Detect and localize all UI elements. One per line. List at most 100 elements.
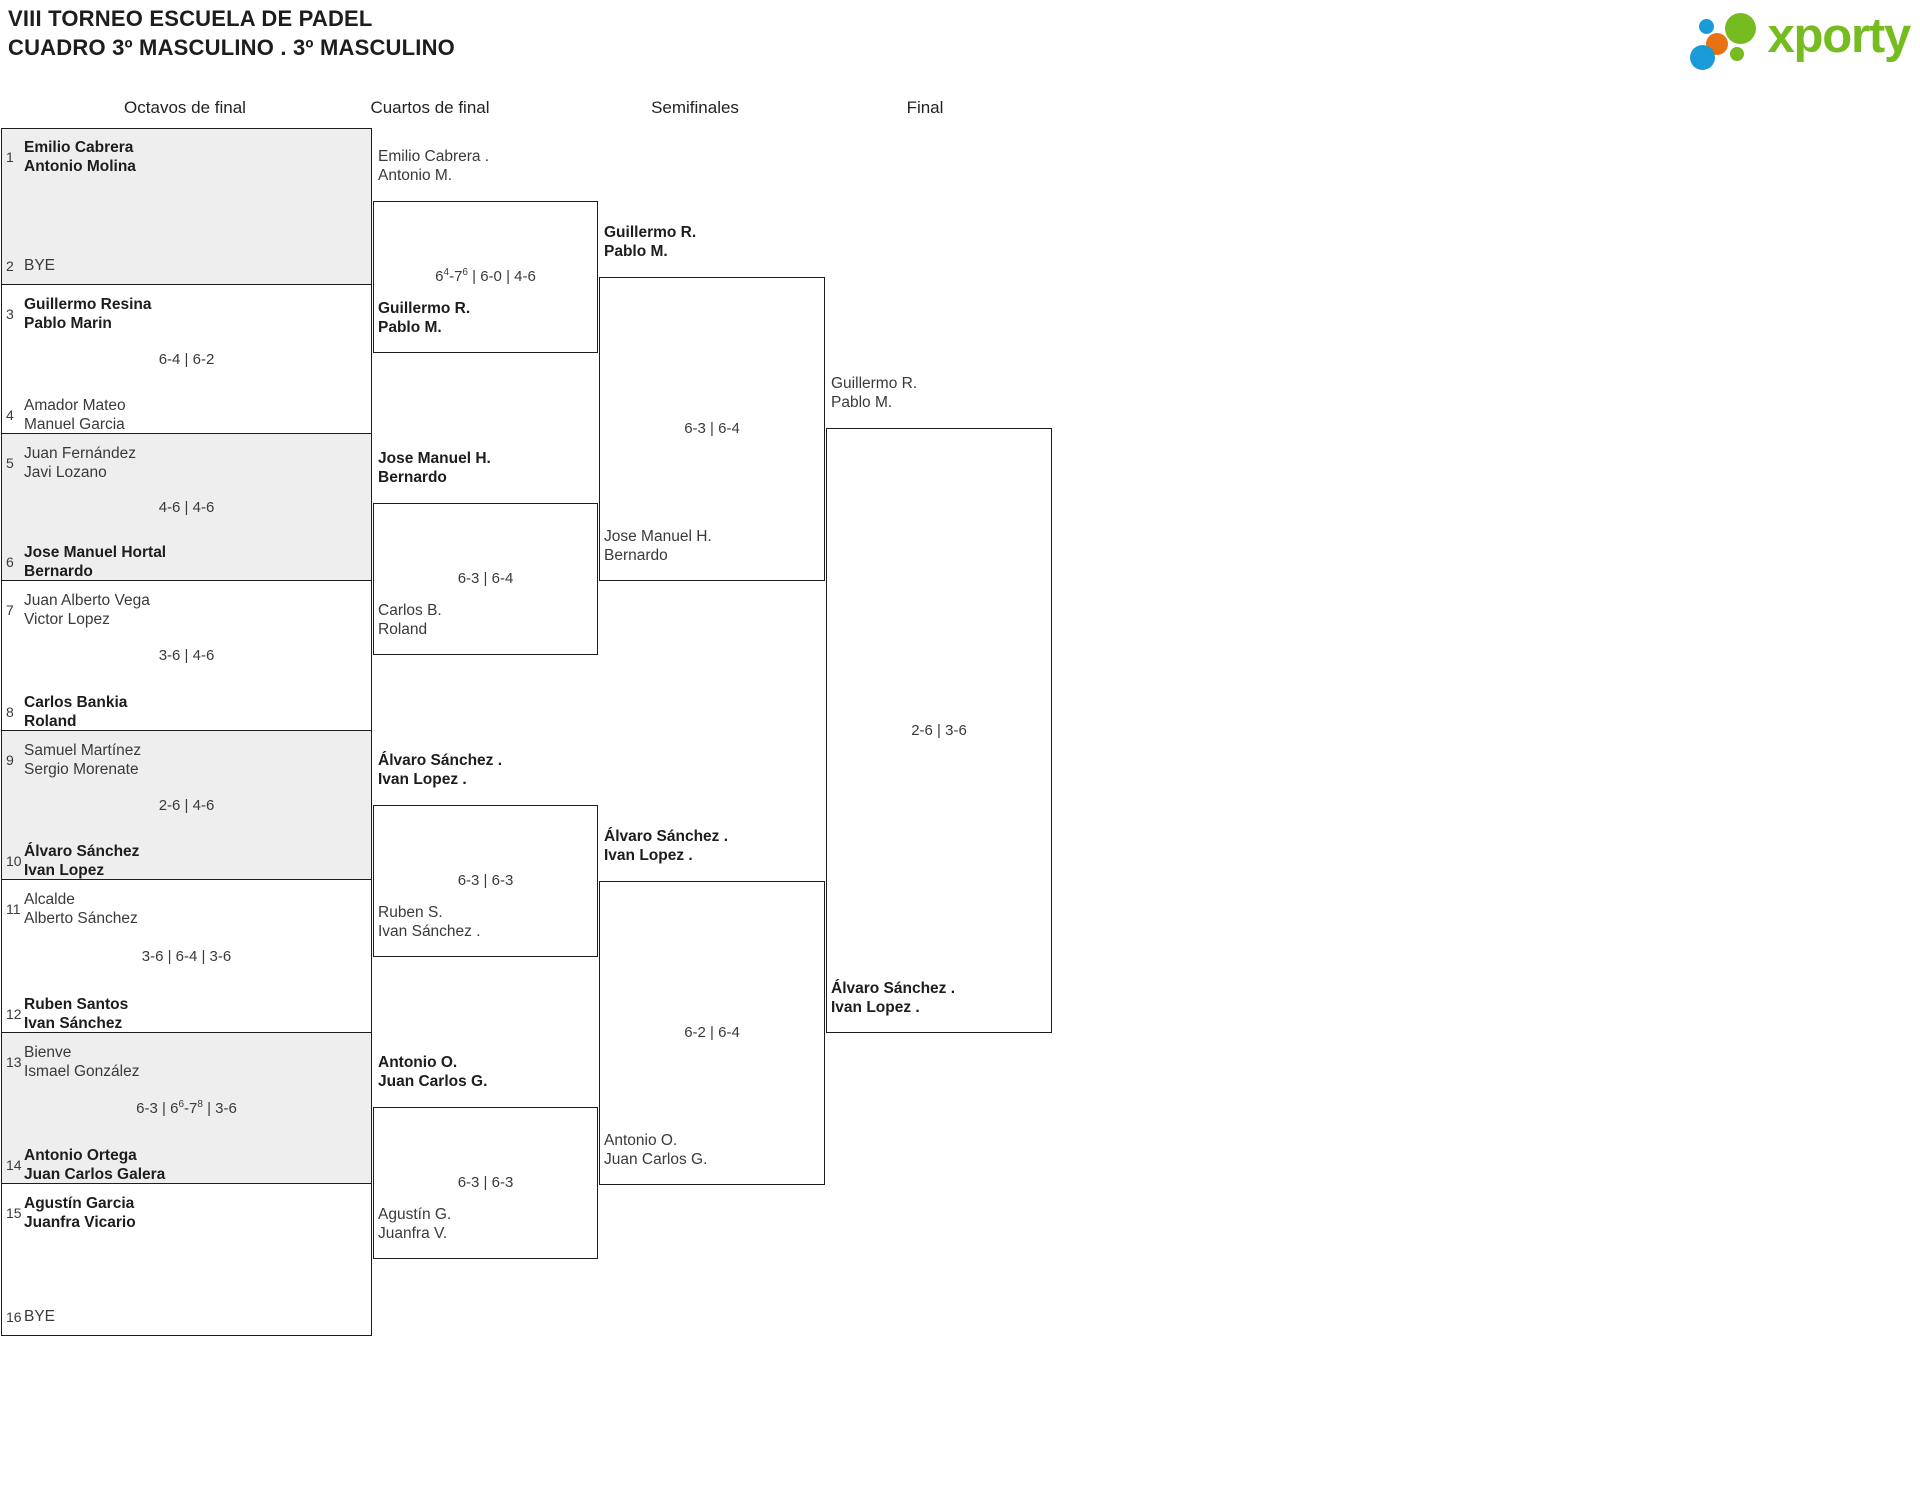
seed-number: 14	[6, 1157, 22, 1173]
cuartos-bottom-team: Agustín G.Juanfra V.	[378, 1205, 451, 1243]
xporty-logo: xporty	[1687, 6, 1911, 70]
seed-number: 4	[6, 407, 14, 423]
player-name: Álvaro Sánchez	[24, 843, 140, 860]
seed-number: 15	[6, 1205, 22, 1221]
logo-dot-blue-small-icon	[1699, 19, 1715, 34]
seed-number: 2	[6, 258, 14, 274]
player-name: Roland	[24, 713, 77, 731]
final-match-box[interactable]	[826, 428, 1052, 1033]
player-name: Guillermo R.	[378, 300, 471, 317]
player-name: Antonio Ortega	[24, 1147, 137, 1164]
seed-number: 9	[6, 752, 14, 768]
player-name: Álvaro Sánchez .	[604, 828, 729, 845]
player-name: Guillermo R.	[604, 224, 697, 241]
match-score: 6-3 | 6-3	[457, 1174, 514, 1191]
octavos-match-block[interactable]	[1, 285, 372, 434]
draw-name: CUADRO 3º MASCULINO . 3º MASCULINO	[8, 35, 455, 61]
player-name: Ivan Sánchez .	[378, 923, 481, 941]
player-name: Ivan Sánchez	[24, 1015, 123, 1033]
player-name: Victor Lopez	[24, 611, 110, 629]
semifinal-top-team: Álvaro Sánchez . Ivan Lopez .	[604, 827, 728, 865]
match-score: 3-6 | 6-4 | 3-6	[141, 947, 232, 965]
octavos-match-block[interactable]	[1, 434, 372, 581]
semifinal-bottom-team: Jose Manuel H.Bernardo	[604, 527, 712, 565]
bye-label: BYE	[24, 1308, 56, 1325]
match-score: 2-6 | 3-6	[911, 721, 967, 739]
player-name: Ivan Lopez .	[604, 847, 693, 865]
octavos-match-block[interactable]	[1, 1033, 372, 1184]
match-score: 4-6 | 4-6	[158, 498, 215, 516]
seed-number: 6	[6, 554, 14, 570]
player-name: Antonio O.	[378, 1054, 458, 1071]
player-name: Alcalde	[24, 891, 75, 908]
cuartos-top-team: Álvaro Sánchez . Ivan Lopez .	[378, 751, 502, 789]
round-label-final: Final	[906, 98, 944, 117]
cuartos-top-team: Jose Manuel H.Bernardo	[378, 449, 491, 487]
match-score: 6-3 | 6-3	[457, 872, 514, 889]
cuartos-match-box[interactable]	[373, 503, 598, 655]
player-name: Amador Mateo	[24, 397, 126, 414]
logo-dots-icon	[1687, 7, 1761, 70]
cuartos-match-box[interactable]	[373, 1107, 598, 1259]
player-name: Roland	[378, 621, 428, 639]
player-name: Pablo M.	[378, 319, 442, 337]
match-score: 2-6 | 4-6	[158, 796, 215, 814]
player-name: Bernardo	[24, 563, 93, 581]
round-label-semifinales: Semifinales	[651, 98, 739, 117]
player-name: Javi Lozano	[24, 464, 107, 482]
match-score: 6-3 | 66-78 | 3-6	[136, 1098, 237, 1117]
octavos-match-block[interactable]	[1, 731, 372, 880]
octavos-match-block[interactable]	[1, 128, 372, 285]
player-name: Pablo M.	[831, 394, 893, 412]
bye-label: BYE	[24, 257, 56, 274]
seed-number: 1	[6, 149, 14, 165]
player-name: Emilio Cabrera .	[378, 148, 490, 165]
semifinal-match-box[interactable]	[599, 881, 825, 1185]
player-name: Samuel Martínez	[24, 742, 142, 759]
cuartos-bottom-team: Ruben S.Ivan Sánchez .	[378, 903, 481, 941]
player-name: Juan Carlos G.	[378, 1073, 488, 1091]
player-name: Juan Carlos G.	[604, 1151, 708, 1169]
match-score: 6-3 | 6-4	[457, 570, 514, 587]
match-score: 6-4 | 6-2	[158, 350, 215, 368]
page-title: VIII TORNEO ESCUELA DE PADEL CUADRO 3º M…	[8, 4, 455, 62]
player-name: Ivan Lopez .	[378, 771, 467, 789]
player-name: Bienve	[24, 1044, 72, 1061]
player-name: Antonio M.	[378, 167, 453, 185]
cuartos-match-box[interactable]	[373, 805, 598, 957]
match-score: 6-2 | 6-4	[684, 1024, 740, 1041]
player-name: Emilio Cabrera	[24, 139, 134, 156]
player-name: Pablo Marin	[24, 315, 112, 333]
octavos-match-block[interactable]	[1, 1184, 372, 1336]
seed-number: 12	[6, 1006, 22, 1022]
player-name: Alberto Sánchez	[24, 910, 138, 928]
cuartos-match-box[interactable]	[373, 201, 598, 353]
player-name: Pablo M.	[604, 243, 668, 261]
match-score: 6-3 | 6-4	[684, 420, 740, 437]
player-name: Juan Fernández	[24, 445, 137, 462]
octavos-match-block[interactable]	[1, 581, 372, 731]
semifinal-match-box[interactable]	[599, 277, 825, 581]
player-name: Ruben Santos	[24, 996, 129, 1013]
player-name: Carlos Bankia	[24, 694, 128, 711]
cuartos-top-team: Antonio O. Juan Carlos G.	[378, 1053, 487, 1091]
player-name: Álvaro Sánchez .	[378, 752, 503, 769]
seed-number: 10	[6, 853, 22, 869]
player-name: Juan Alberto Vega	[24, 592, 150, 609]
seed-number: 5	[6, 455, 14, 471]
octavos-match-block[interactable]	[1, 880, 372, 1033]
player-name: Bernardo	[604, 547, 668, 565]
seed-number: 11	[6, 901, 21, 917]
tournament-name: VIII TORNEO ESCUELA DE PADEL	[8, 6, 373, 31]
round-label-cuartos: Cuartos de final	[370, 98, 490, 117]
match-score: 64-76 | 6-0 | 4-6	[435, 267, 536, 286]
